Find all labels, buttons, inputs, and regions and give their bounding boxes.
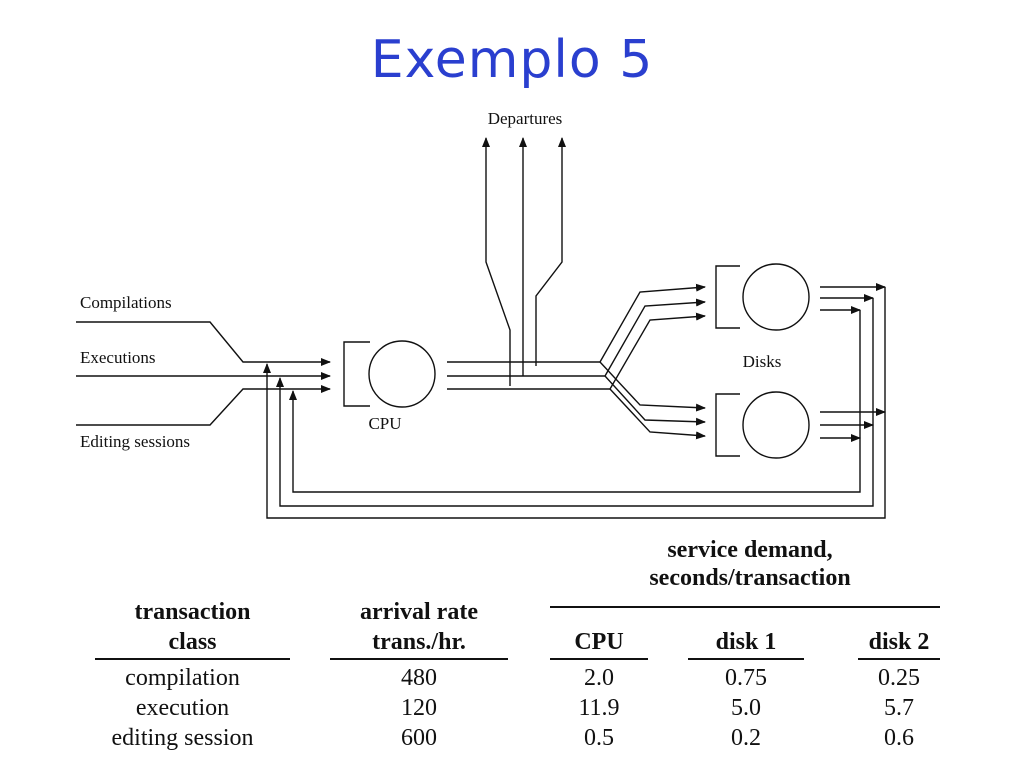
rule-cpu (550, 658, 648, 660)
row-1-disk1: 0.75 (725, 665, 767, 691)
row-2-disk1: 5.0 (731, 695, 761, 721)
executions-label: Executions (80, 348, 156, 367)
col-disk2: disk 2 (868, 629, 930, 655)
row-2-cpu: 11.9 (578, 695, 620, 721)
row-2-class: execution (135, 695, 230, 721)
input-compilations (76, 321, 331, 366)
departure-line-3 (535, 137, 566, 366)
row-1-cpu: 2.0 (584, 665, 614, 691)
rule-class (95, 658, 290, 660)
disks-label: Disks (743, 352, 782, 371)
cpu-queue (343, 341, 370, 407)
row-3-disk2: 0.6 (884, 725, 914, 751)
departures-label: Departures (488, 109, 563, 128)
rule-rate (330, 658, 508, 660)
departure-line-1 (482, 137, 511, 386)
group-rule (550, 606, 940, 608)
col-class-line1: transaction (134, 599, 251, 625)
disk2-queue (715, 393, 740, 457)
row-2-rate: 120 (401, 695, 437, 721)
compilations-label: Compilations (80, 293, 172, 312)
rule-disk2 (858, 658, 940, 660)
editing-label: Editing sessions (80, 432, 190, 451)
row-3-disk1: 0.2 (731, 725, 761, 751)
cpu-server (368, 340, 436, 408)
cpu-label: CPU (368, 414, 401, 433)
rule-disk1 (688, 658, 804, 660)
row-1-disk2: 0.25 (878, 665, 920, 691)
row-2-disk2: 5.7 (884, 695, 914, 721)
row-3-class: editing session (111, 725, 254, 751)
input-editing (76, 385, 331, 426)
page-title: Exemplo 5 (370, 30, 654, 90)
group-header-line2: seconds/transaction (649, 565, 851, 591)
col-cpu: CPU (574, 629, 624, 655)
row-1-class: compilation (125, 665, 240, 691)
col-class-line2: class (168, 629, 217, 655)
row-1-rate: 480 (401, 665, 437, 691)
group-header-line1: service demand, (667, 537, 833, 563)
col-rate-line1: arrival rate (360, 599, 478, 625)
disk2-server (742, 391, 810, 459)
disk1-queue (715, 265, 740, 329)
col-disk1: disk 1 (715, 629, 777, 655)
row-3-rate: 600 (401, 725, 437, 751)
row-3-cpu: 0.5 (584, 725, 614, 751)
col-rate-line2: trans./hr. (372, 629, 466, 655)
disk1-server (742, 263, 810, 331)
